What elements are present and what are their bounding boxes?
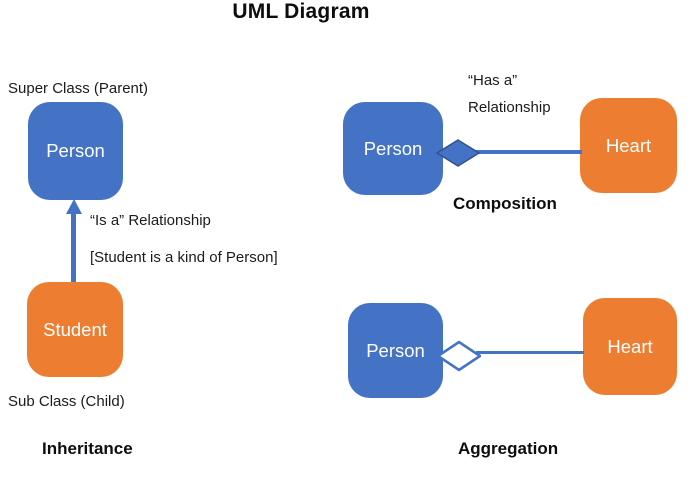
has-a-relationship-label: “Has a” Relationship [468, 67, 551, 121]
inheritance-child-box: Student [27, 282, 123, 377]
composition-section-label: Composition [453, 194, 557, 213]
aggregation-person-box-label: Person [366, 339, 425, 361]
composition-heart-box-label: Heart [605, 134, 652, 156]
page-title: UML Diagram [232, 0, 370, 23]
inheritance-child-box-label: Student [43, 318, 107, 340]
super-class-label: Super Class (Parent) [8, 80, 149, 97]
composition-person-box-label: Person [363, 137, 423, 159]
inheritance-parent-box-label: Person [46, 140, 105, 161]
inheritance-arrow-shaft [71, 212, 76, 282]
is-a-relationship-label: “Is a” Relationship [90, 212, 211, 229]
aggregation-heart-box-label: Heart [607, 335, 653, 357]
composition-diamond-icon [436, 139, 480, 167]
aggregation-heart-box: Heart [583, 298, 677, 395]
inheritance-section-label: Inheritance [42, 439, 133, 458]
inheritance-parent-box: Person [28, 102, 123, 200]
has-a-relationship-line1: “Has a” [468, 72, 518, 89]
composition-person-box: Person [343, 102, 443, 195]
aggregation-section-label: Aggregation [458, 439, 559, 458]
has-a-relationship-line2: Relationship [468, 99, 551, 116]
inheritance-arrow-icon [66, 199, 82, 214]
composition-connector-line [474, 150, 582, 154]
is-a-relationship-note: [Student is a kind of Person] [90, 249, 278, 266]
composition-heart-box: Heart [580, 98, 677, 193]
aggregation-diamond-icon [437, 340, 481, 372]
aggregation-connector-line [476, 351, 584, 354]
aggregation-person-box: Person [348, 303, 443, 398]
sub-class-label: Sub Class (Child) [8, 393, 125, 410]
